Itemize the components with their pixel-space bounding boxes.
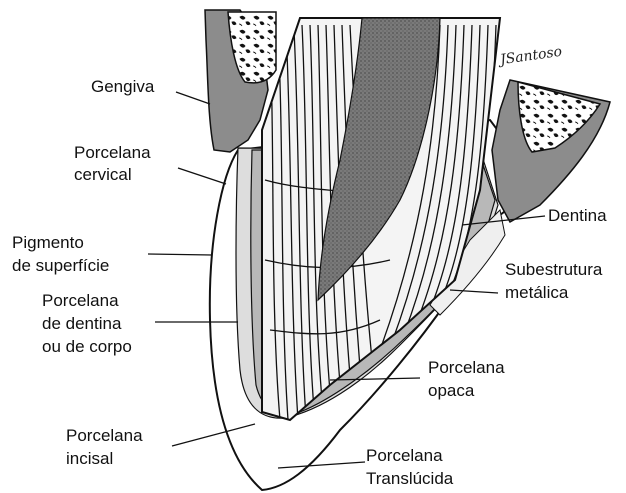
label-dentina: Dentina bbox=[548, 205, 607, 227]
label-gengiva: Gengiva bbox=[91, 76, 154, 98]
label-translucida-line2: Translúcida bbox=[366, 468, 453, 490]
label-opaca-line2: opaca bbox=[428, 380, 474, 402]
label-porcelana-cervical-line2: cervical bbox=[74, 164, 132, 186]
label-subestrutura-line2: metálica bbox=[505, 282, 568, 304]
label-dentina-corpo-line3: ou de corpo bbox=[42, 336, 132, 358]
label-porcelana-cervical-line1: Porcelana bbox=[74, 142, 151, 164]
label-subestrutura-line1: Subestrutura bbox=[505, 259, 602, 281]
label-incisal-line1: Porcelana bbox=[66, 425, 143, 447]
label-incisal-line2: incisal bbox=[66, 448, 113, 470]
label-opaca-line1: Porcelana bbox=[428, 357, 505, 379]
label-pigmento-line2: de superfície bbox=[12, 255, 109, 277]
label-dentina-corpo-line1: Porcelana bbox=[42, 290, 119, 312]
label-pigmento-line1: Pigmento bbox=[12, 232, 84, 254]
label-translucida-line1: Porcelana bbox=[366, 445, 443, 467]
label-dentina-corpo-line2: de dentina bbox=[42, 313, 121, 335]
